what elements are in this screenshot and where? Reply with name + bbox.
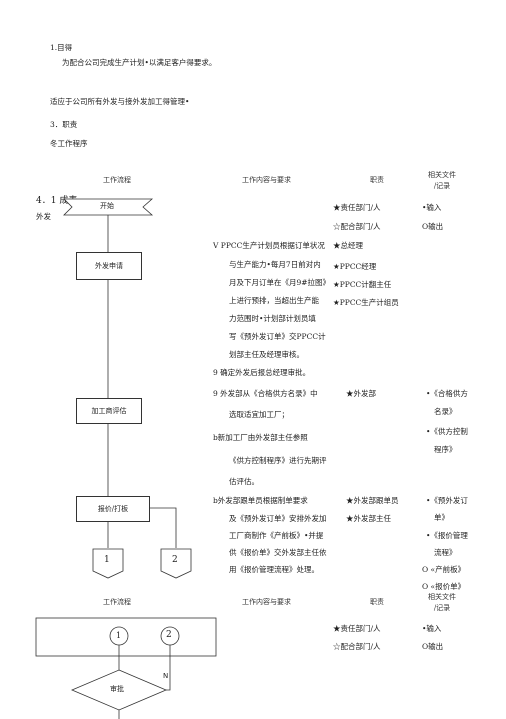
row3-content-1: 9 外发部从《合格供方名录》中 <box>213 389 318 398</box>
connector-1-label: 1 <box>104 555 110 565</box>
table2-header-content: 工作内容与要求 <box>242 598 291 606</box>
row3-doc-1: •《合格供方 <box>426 389 468 398</box>
row2-content-2: 与生产能力•每月7日前对内 <box>229 260 321 269</box>
table2-header-docs: 相关文件 /记录 <box>428 593 456 612</box>
row3-duty-1: ★外发部 <box>346 389 376 398</box>
row3-doc-2: 名录》 <box>434 407 457 416</box>
decision-no-label: N <box>163 672 169 680</box>
row2-duty-2: ★PPCC经理 <box>333 262 377 271</box>
table2-header-flow: 工作流程 <box>103 598 131 606</box>
row4-duty-2: ★外发部主任 <box>346 514 391 523</box>
row1-doc-1: •输入 <box>422 203 442 212</box>
table1-header-flow: 工作流程 <box>103 176 131 184</box>
row4-content-1: b外发部跟单员根据制单要求 <box>213 496 308 505</box>
apply-box: 外发申请 <box>76 252 142 280</box>
row3-content-5: 估评估。 <box>229 477 259 486</box>
row2-content-7: 划部主任及经理审核。 <box>229 350 304 359</box>
offpage-connector-1 <box>92 548 124 579</box>
row2-content-6: 写《预外发订单》交PPCC计 <box>229 332 326 341</box>
row3-content-3: b新加工厂由外发部主任参照 <box>213 433 308 442</box>
table2-header-duty: 职责 <box>370 598 384 606</box>
row4-doc-6: O «报价单》 <box>422 582 466 591</box>
row4-doc-1: •《预外发订 <box>426 496 468 505</box>
quote-box: 报价/打板 <box>76 496 150 522</box>
row2-content-4: 上进行预排，当超出生产能 <box>229 296 319 305</box>
row4-content-4: 供《报价单》交外发部主任依 <box>229 548 327 557</box>
row4-duty-1: ★外发部跟单员 <box>346 496 399 505</box>
table2-row1-doc-2: O输出 <box>422 642 444 651</box>
row3-content-4: 《供方控制程序》进行先期评 <box>229 456 327 465</box>
evaluate-box: 加工商评估 <box>76 398 142 424</box>
row2-duty-4: ★PPCC生产计组员 <box>333 298 399 307</box>
row2-content-5: 力范围时•计划部计划员填 <box>229 314 316 323</box>
connector-2-label: 2 <box>172 555 178 565</box>
decision-label: 审批 <box>110 685 124 693</box>
section-sublabel: 外发 <box>36 212 51 221</box>
purpose-heading: 1.目得 <box>50 43 73 52</box>
start-terminator <box>63 198 154 216</box>
row4-content-3: 工厂商制作《产前板》•并提 <box>229 531 324 540</box>
procedure-heading: 冬工作程序 <box>50 139 88 148</box>
connector-quote-conn2 <box>150 507 177 548</box>
row1-duty-2: ☆配合部门/人 <box>333 222 381 231</box>
table1-header-content: 工作内容与要求 <box>242 176 291 184</box>
row2-duty-1: ★总经理 <box>333 241 363 250</box>
section-label: 4．1 成表 <box>36 196 78 206</box>
table2-row1-doc-1: •输入 <box>422 624 442 633</box>
table1-header-duty: 职责 <box>370 176 384 184</box>
row3-doc-3: •《供方控制 <box>426 427 468 436</box>
row4-doc-5: O «产前板》 <box>422 565 466 574</box>
start-label: 开始 <box>100 202 114 210</box>
row2-content-8: 9 确定外发后报总经理审批。 <box>213 368 311 377</box>
row3-doc-4: 程序》 <box>434 445 457 454</box>
row4-doc-4: 流程》 <box>434 548 457 557</box>
table2-row1-duty-2: ☆配合部门/人 <box>333 642 381 651</box>
row3-content-2: 选取适宜加工厂； <box>229 410 289 419</box>
row2-content-3: 月及下月订单在《月9#拉图》 <box>229 278 331 287</box>
scope-text: 适应于公司所有外发与接外发加工得管理• <box>50 97 190 106</box>
row1-doc-2: O输出 <box>422 222 444 231</box>
table2-row1-duty-1: ★责任部门/人 <box>333 624 381 633</box>
offpage-connector-2 <box>160 548 192 579</box>
row4-content-5: 用《报价管理流程》处理。 <box>229 565 319 574</box>
table2-connector-1-label: 1 <box>116 631 122 640</box>
duty-heading: 3．职责 <box>50 120 78 129</box>
row2-duty-3: ★PPCC计翻主任 <box>333 280 392 289</box>
row1-duty-1: ★责任部门/人 <box>333 203 381 212</box>
purpose-text: 为配合公司完成生产计划•以满足客户得要求。 <box>62 58 217 67</box>
row4-content-2: 及《预外发订单》安排外发加 <box>229 514 327 523</box>
row4-doc-3: •《报价管理 <box>426 531 468 540</box>
row4-doc-2: 单》 <box>434 513 449 522</box>
row2-content-1: V PPCC生产计划员根据订单状况 <box>213 241 325 250</box>
table1-header-docs: 相关文件 /记录 <box>428 171 456 190</box>
table2-connector-2-label: 2 <box>166 630 172 640</box>
